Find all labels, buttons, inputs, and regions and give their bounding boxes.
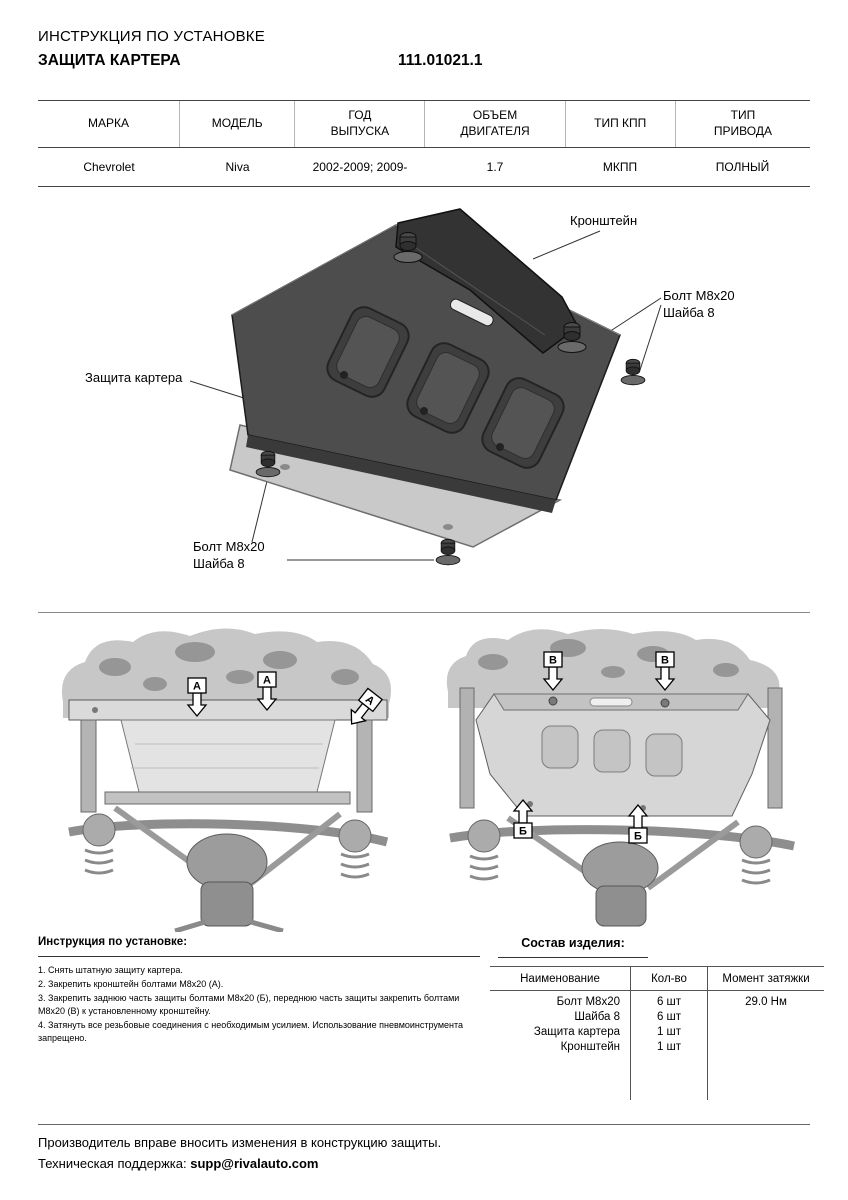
composition-item-name: Кронштейн xyxy=(560,1040,620,1053)
spec-header-label: ГОД ВЫПУСКА xyxy=(330,108,390,138)
stock-plate xyxy=(120,719,336,793)
spec-value-model: Niva xyxy=(225,160,250,174)
composition-column-torque: Момент затяжки 29.0 Нм xyxy=(707,966,824,1100)
composition-header-torque: Момент затяжки xyxy=(708,966,824,991)
composition-item-qty: 6 шт xyxy=(656,1010,682,1023)
instruction-step: 4. Затянуть все резьбовые соединения с н… xyxy=(38,1020,464,1044)
support-email[interactable]: supp@rivalauto.com xyxy=(190,1156,319,1171)
footer: Производитель вправе вносить изменения в… xyxy=(38,1124,810,1171)
spec-value-engine: 1.7 xyxy=(486,160,504,174)
spec-value-year: 2002-2009; 2009- xyxy=(312,160,408,174)
marker-v-1: В xyxy=(542,651,564,692)
composition-item-name: Защита картера xyxy=(533,1025,620,1038)
composition-item-qty: 6 шт xyxy=(656,995,682,1008)
spec-header-label: МОДЕЛЬ xyxy=(211,116,263,131)
spec-header-gearbox: ТИП КПП xyxy=(564,101,675,147)
composition-item-torque xyxy=(708,1039,824,1054)
composition-column-name: Наименование Болт М8х20 Шайба 8 Защита к… xyxy=(490,966,630,1100)
spec-header-label: ТИП КПП xyxy=(594,116,647,131)
spec-header-label: ТИП ПРИВОДА xyxy=(713,108,772,138)
composition-item-torque: 29.0 Нм xyxy=(745,995,787,1008)
spec-header-label: ОБЪЕМ ДВИГАТЕЛЯ xyxy=(460,108,530,138)
marker-a-2: А xyxy=(256,671,278,712)
instructions-steps: 1. Снять штатную защиту картера. 2. Закр… xyxy=(38,956,480,1045)
spec-value-drive: ПОЛНЫЙ xyxy=(715,160,770,174)
gearbox xyxy=(595,885,647,927)
composition-table: Наименование Болт М8х20 Шайба 8 Защита к… xyxy=(490,966,824,1100)
instruction-step: 1. Снять штатную защиту картера. xyxy=(38,965,183,975)
composition-header-name: Наименование xyxy=(490,966,630,991)
footer-disclaimer: Производитель вправе вносить изменения в… xyxy=(38,1135,442,1150)
marker-b-2: Б xyxy=(627,803,649,844)
marker-label: В xyxy=(549,655,557,667)
instructions-section: Инструкция по установке: 1. Снять штатну… xyxy=(38,936,480,1046)
bolt-washer-label-right: Болт М8х20 Шайба 8 xyxy=(663,288,735,322)
washer-label-line: Шайба 8 xyxy=(663,304,715,320)
composition-header-qty: Кол-во xyxy=(631,966,707,991)
composition-item-name: Болт М8х20 xyxy=(556,995,620,1008)
assembly-diagram xyxy=(189,208,662,566)
composition-item-torque xyxy=(708,1009,824,1024)
spec-value-brand: Chevrolet xyxy=(83,160,135,174)
marker-label: Б xyxy=(519,826,527,838)
composition-section: Состав изделия: Наименование Болт М8х20 … xyxy=(490,936,824,1100)
spec-header-engine: ОБЪЕМ ДВИГАТЕЛЯ xyxy=(424,101,564,147)
footer-support: Техническая поддержка: supp@rivalauto.co… xyxy=(38,1156,810,1171)
marker-label: А xyxy=(263,675,271,687)
spec-header-year: ГОД ВЫПУСКА xyxy=(294,101,424,147)
marker-label: Б xyxy=(634,831,642,843)
plate-label: Защита картера xyxy=(85,370,183,385)
marker-label: А xyxy=(193,681,201,693)
section-divider xyxy=(38,612,810,613)
instruction-step: 3. Закрепить заднюю часть защиты болтами… xyxy=(38,993,460,1017)
marker-b-1: Б xyxy=(512,798,534,839)
spec-header-model: МОДЕЛЬ xyxy=(179,101,294,147)
bolt-label-line: Болт М8х20 xyxy=(663,288,735,303)
photo-undercarriage-stock: А А А xyxy=(61,628,392,932)
spec-header-brand: МАРКА xyxy=(38,101,179,147)
engine-bay-shadows xyxy=(99,642,359,691)
instruction-step: 2. Закрепить кронштейн болтами М8х20 (А)… xyxy=(38,979,224,990)
crossmember xyxy=(68,699,388,721)
part-number: 111.01021.1 xyxy=(398,52,483,69)
marker-a-1: А xyxy=(186,677,208,718)
composition-column-qty: Кол-во 6 шт 6 шт 1 шт 1 шт xyxy=(630,966,707,1100)
support-label: Техническая поддержка: xyxy=(38,1156,187,1171)
bolt-washer-label-bottom: Болт М8х20 Шайба 8 xyxy=(193,539,265,573)
marker-v-2: В xyxy=(654,651,676,692)
spec-table-header-row: МАРКА МОДЕЛЬ ГОД ВЫПУСКА ОБЪЕМ ДВИГАТЕЛЯ… xyxy=(38,101,810,148)
washer-label-line: Шайба 8 xyxy=(193,555,245,571)
composition-item-name: Шайба 8 xyxy=(574,1010,620,1023)
photo-undercarriage-installed: В В Б Б xyxy=(446,629,795,927)
doc-subtitle: ИНСТРУКЦИЯ ПО УСТАНОВКЕ xyxy=(38,28,265,45)
bracket-label: Кронштейн xyxy=(570,213,638,228)
gearbox xyxy=(200,881,254,927)
header: ИНСТРУКЦИЯ ПО УСТАНОВКЕ ЗАЩИТА КАРТЕРА 1… xyxy=(38,28,483,70)
spec-header-label: МАРКА xyxy=(88,116,130,131)
composition-item-qty: 1 шт xyxy=(656,1025,682,1038)
doc-title: ЗАЩИТА КАРТЕРА xyxy=(38,52,181,69)
composition-title: Состав изделия: xyxy=(498,936,648,958)
instructions-title: Инструкция по установке: xyxy=(38,936,188,948)
spec-table-data-row: Chevrolet Niva 2002-2009; 2009- 1.7 МКПП… xyxy=(38,148,810,187)
bolt-label-line: Болт М8х20 xyxy=(193,539,265,554)
composition-item-torque xyxy=(708,1024,824,1039)
marker-label: В xyxy=(661,655,669,667)
spec-table: МАРКА МОДЕЛЬ ГОД ВЫПУСКА ОБЪЕМ ДВИГАТЕЛЯ… xyxy=(38,100,810,187)
spec-value-gearbox: МКПП xyxy=(602,160,638,174)
leader-lines xyxy=(189,230,662,561)
marker-a-3: А xyxy=(350,687,384,725)
composition-item-qty: 1 шт xyxy=(656,1040,682,1053)
footer-divider xyxy=(38,1124,810,1125)
spec-header-drive: ТИП ПРИВОДА xyxy=(674,101,810,147)
